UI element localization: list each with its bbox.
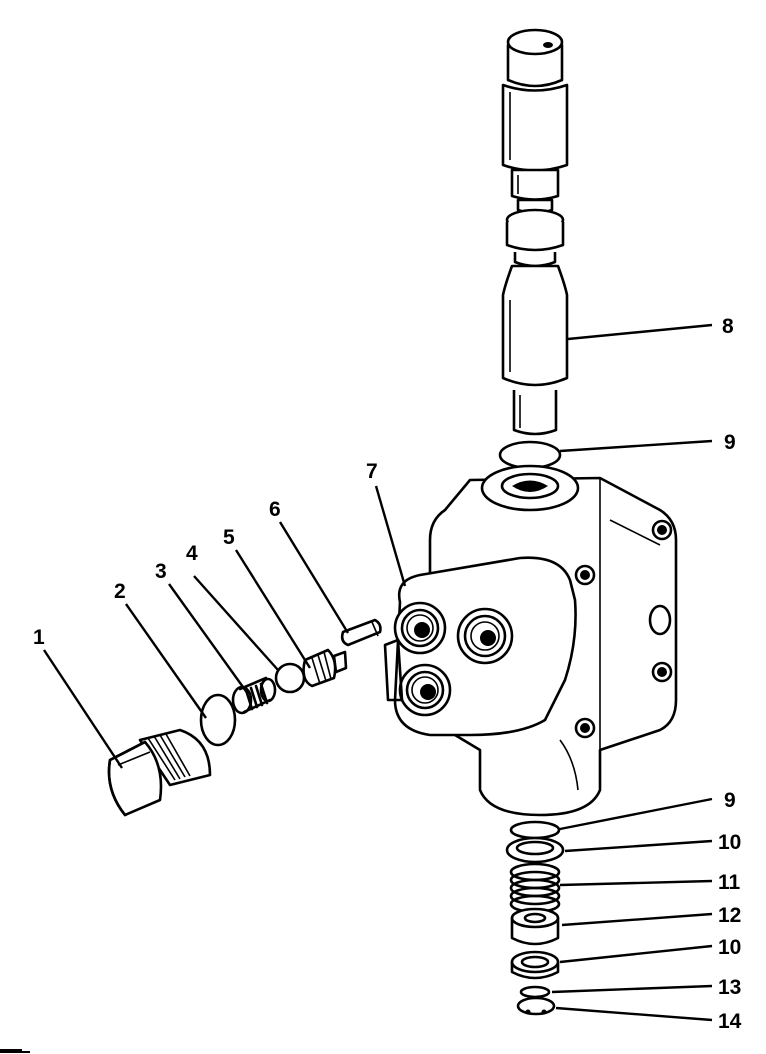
callout-2: 2 [114, 580, 126, 603]
callout-12: 12 [718, 904, 741, 927]
part-4-ball [274, 662, 306, 694]
callout-7: 7 [366, 460, 378, 483]
callout-4: 4 [186, 542, 198, 565]
part-2-o-ring [199, 693, 237, 747]
part-1-plug [107, 728, 212, 817]
callout-5: 5 [223, 526, 235, 549]
callout-6: 6 [269, 498, 281, 521]
part-9-upper-o-ring [498, 440, 562, 470]
callout-10-upper: 10 [718, 831, 741, 854]
callout-13: 13 [718, 976, 741, 999]
part-12-spacer [510, 907, 560, 946]
part-5-poppet [302, 648, 348, 688]
callout-14: 14 [718, 1010, 742, 1033]
corner-mark [0, 1049, 30, 1053]
part-10-lower-washer [510, 950, 560, 980]
part-7-valve-body [383, 464, 678, 817]
callout-3: 3 [155, 560, 167, 583]
part-13-ring [519, 985, 551, 999]
part-10-upper-washer [505, 836, 565, 864]
part-11-spring [509, 862, 561, 914]
callout-9-upper: 9 [724, 431, 736, 454]
callout-9-lower: 9 [724, 789, 736, 812]
callout-1: 1 [33, 626, 45, 649]
part-9-lower-o-ring [509, 820, 561, 840]
callout-8: 8 [722, 315, 734, 338]
leader-lines [42, 323, 713, 1022]
part-6-pin [340, 618, 382, 647]
callout-11: 11 [718, 871, 741, 894]
part-14-snap-ring [516, 996, 556, 1016]
callout-10-lower: 10 [718, 936, 741, 959]
part-8-spool [501, 28, 569, 436]
